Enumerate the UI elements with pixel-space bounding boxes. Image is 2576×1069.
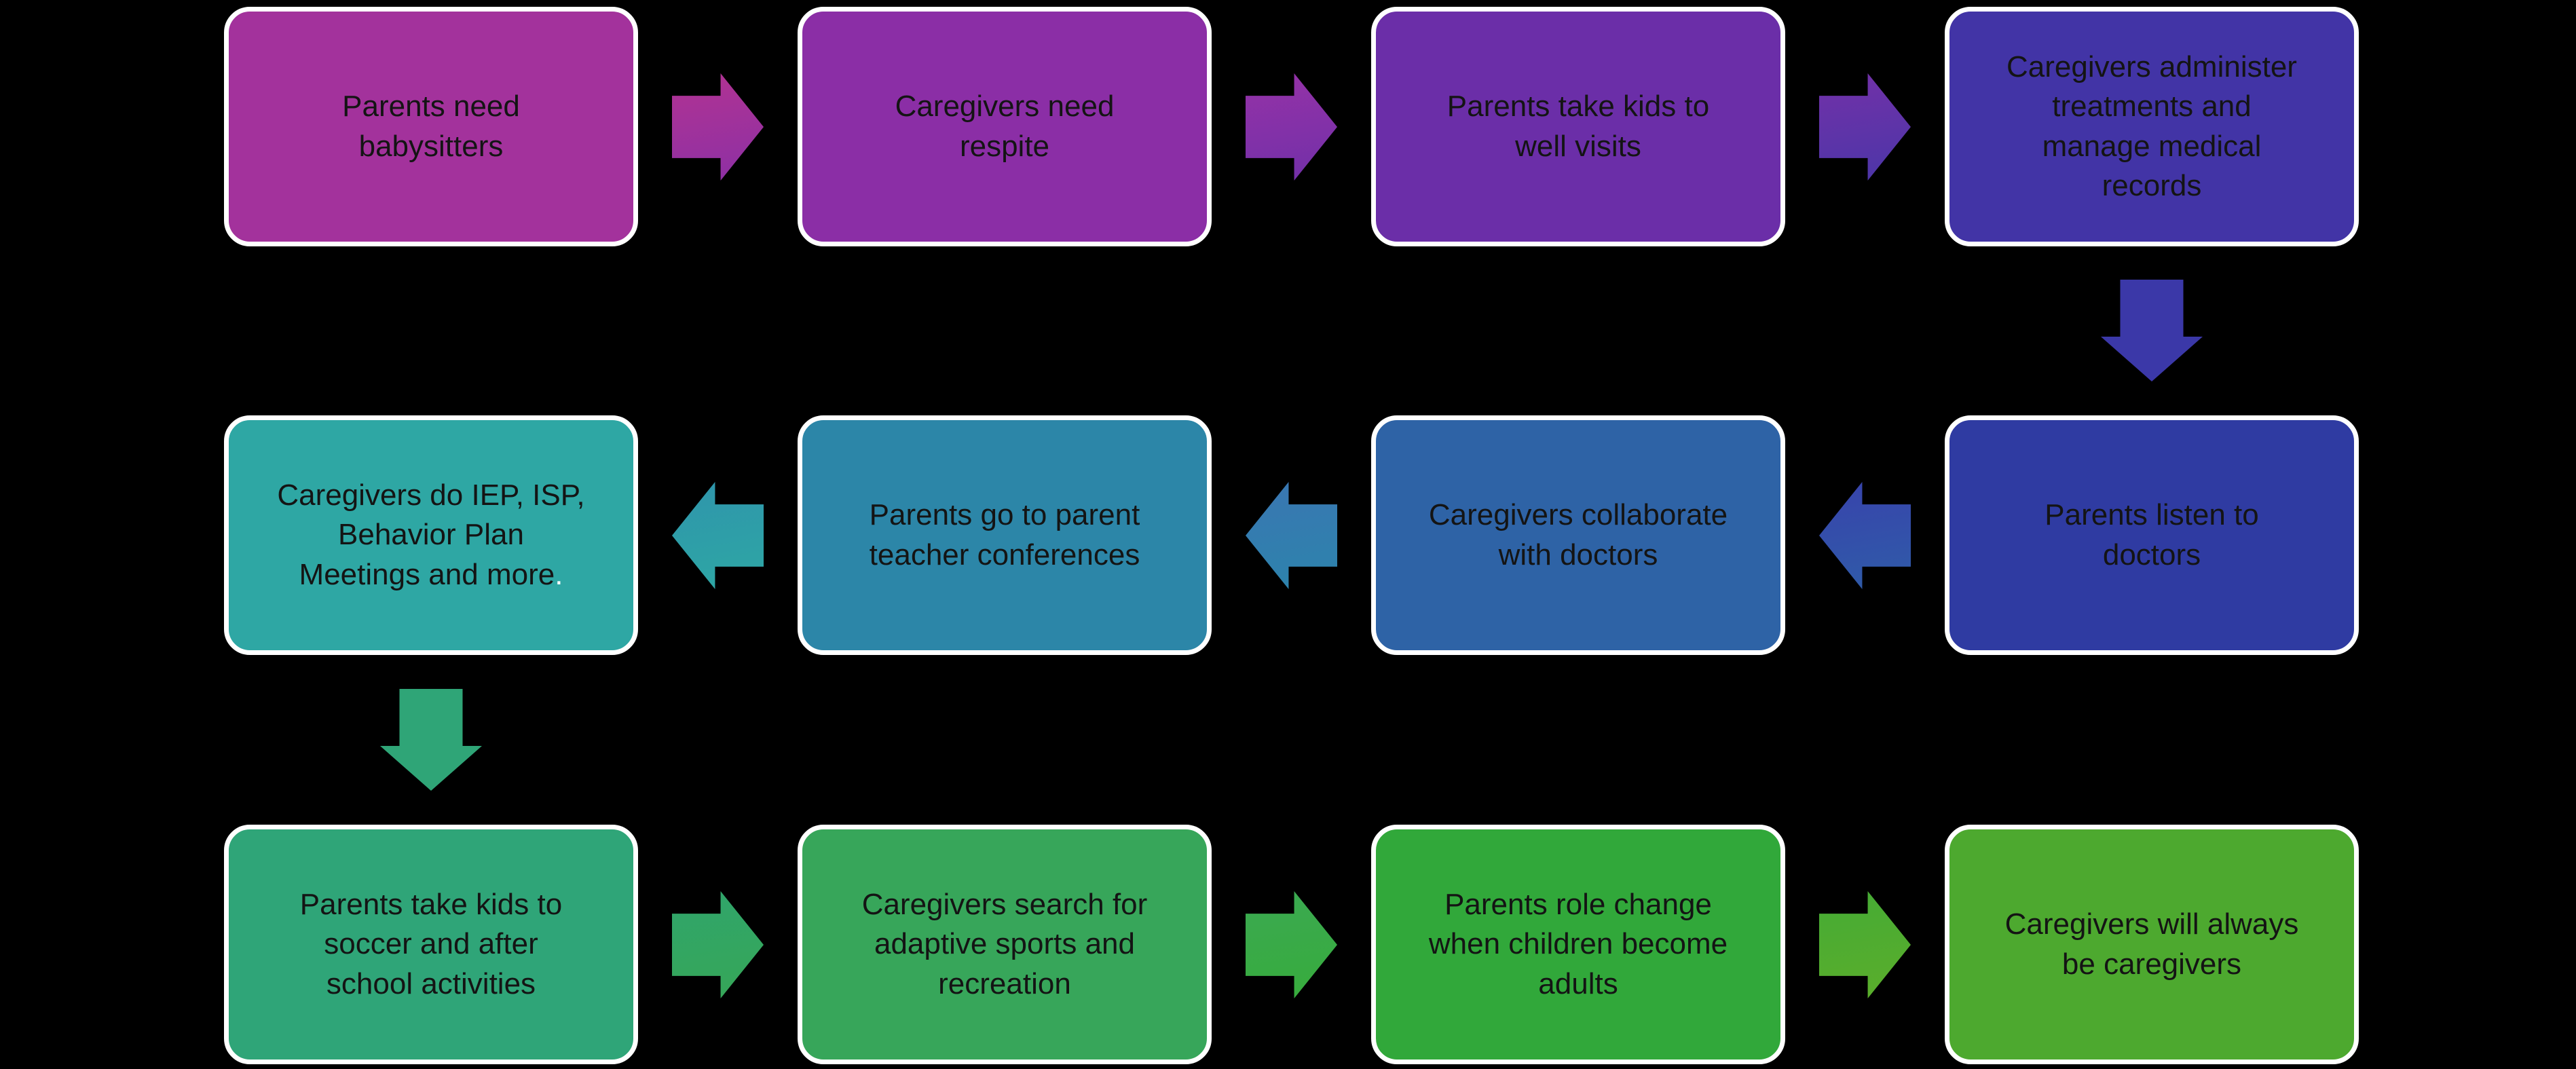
arrow-right-step9-to-step10: [672, 891, 764, 998]
step-5-box-listen-to-doctors: Parents listen to doctors: [1945, 415, 2359, 655]
step-3-box-well-visits: Parents take kids to well visits: [1371, 7, 1785, 246]
arrow-down-step4-to-step5: [2101, 280, 2203, 381]
arrow-left-step7-to-step8: [672, 482, 764, 589]
step-5-label: Parents listen to doctors: [2045, 498, 2259, 571]
arrow-right-step11-to-step12: [1819, 891, 1911, 998]
arrow-left-step5-to-step6: [1819, 482, 1911, 589]
step-11-label: Parents role change when children become…: [1428, 888, 1728, 1000]
step-9-label: Parents take kids to soccer and after sc…: [299, 888, 563, 1000]
step-12-box-always-caregivers: Caregivers will always be caregivers: [1945, 825, 2359, 1064]
step-9-box-soccer-after-school: Parents take kids to soccer and after sc…: [224, 825, 638, 1064]
step-2-box-caregivers-need-respite: Caregivers need respite: [798, 7, 1212, 246]
step-8-box-iep-isp-meetings: Caregivers do IEP, ISP, Behavior Plan Me…: [224, 415, 638, 655]
step-10-box-adaptive-sports: Caregivers search for adaptive sports an…: [798, 825, 1212, 1064]
step-8-label: Caregivers do IEP, ISP, Behavior Plan Me…: [277, 479, 585, 591]
step-2-label: Caregivers need respite: [895, 90, 1115, 163]
arrow-right-step2-to-step3: [1246, 73, 1337, 181]
step-1-label: Parents need babysitters: [342, 90, 520, 163]
step-1-box-parents-need-babysitters: Parents need babysitters: [224, 7, 638, 246]
step-10-label: Caregivers search for adaptive sports an…: [861, 888, 1148, 1000]
step-7-label: Parents go to parent teacher conferences: [869, 498, 1140, 571]
arrow-right-step3-to-step4: [1819, 73, 1911, 181]
arrow-down-step8-to-step9: [380, 689, 482, 791]
step-6-label: Caregivers collaborate with doctors: [1428, 498, 1728, 571]
step-12-label: Caregivers will always be caregivers: [2004, 907, 2299, 981]
step-6-box-collaborate-with-doctors: Caregivers collaborate with doctors: [1371, 415, 1785, 655]
step-4-label: Caregivers administer treatments and man…: [2006, 50, 2297, 202]
arrow-left-step6-to-step7: [1246, 482, 1337, 589]
step-8-white-period: .: [555, 557, 563, 591]
arrow-right-step10-to-step11: [1246, 891, 1337, 998]
step-7-box-parent-teacher-conferences: Parents go to parent teacher conferences: [798, 415, 1212, 655]
step-11-box-role-change: Parents role change when children become…: [1371, 825, 1785, 1064]
step-4-box-administer-treatments: Caregivers administer treatments and man…: [1945, 7, 2359, 246]
step-3-label: Parents take kids to well visits: [1446, 90, 1710, 163]
arrow-right-step1-to-step2: [672, 73, 764, 181]
